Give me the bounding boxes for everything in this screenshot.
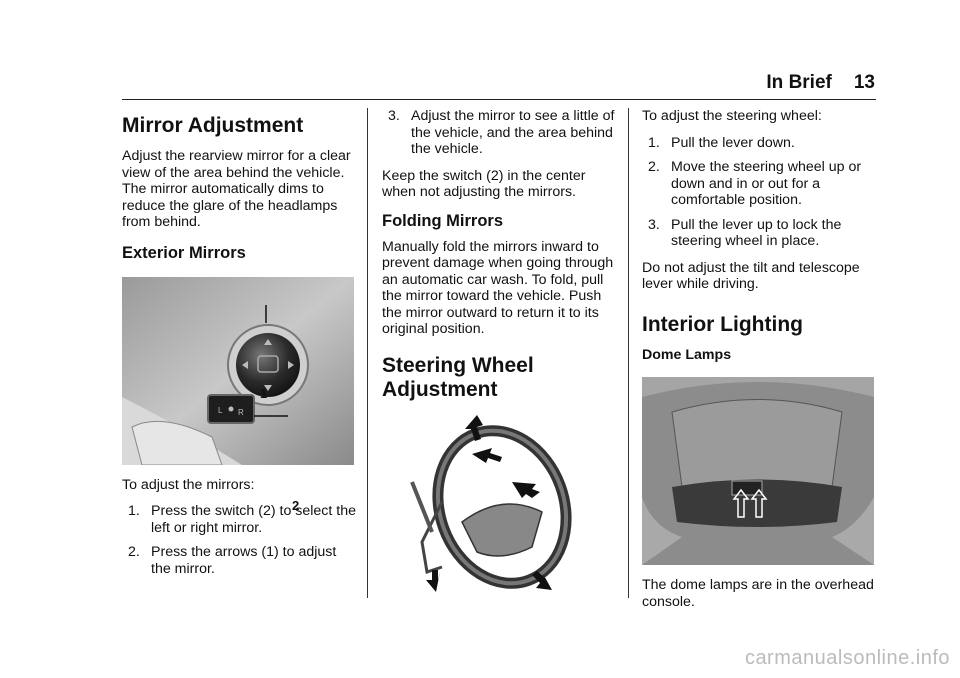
list-item: 2.Move the steering wheel up or down and…	[648, 159, 862, 208]
section-title: In Brief	[766, 72, 832, 93]
column-divider-2	[628, 108, 629, 598]
header-rule	[122, 99, 876, 100]
steering-wheel-heading: Steering Wheel Adjustment	[382, 353, 534, 401]
mirror-switch-illustration: L R	[122, 276, 354, 465]
page-number: 13	[853, 72, 875, 93]
folding-mirrors-heading: Folding Mirrors	[382, 211, 503, 230]
steering-wheel-illustration	[410, 414, 572, 592]
list-item: 3.Adjust the mirror to see a little of t…	[388, 108, 615, 157]
watermark: carmanualsonline.info	[744, 647, 950, 669]
mirror-steps-continued: 3.Adjust the mirror to see a little of t…	[382, 108, 618, 158]
list-item: 2.Press the arrows (1) to adjust the mir…	[128, 544, 337, 577]
dome-lamps-text: The dome lamps are in the overhead conso…	[642, 577, 874, 610]
column-1: Mirror Adjustment Adjust the rearview mi…	[122, 108, 357, 587]
keep-switch-text: Keep the switch (2) in the center when n…	[382, 167, 586, 201]
mirror-intro-text: Adjust the rearview mirror for a clear v…	[122, 148, 351, 230]
list-item: 1.Press the switch (2) to select the lef…	[128, 503, 357, 536]
mirror-steps-list: 1.Press the switch (2) to select the lef…	[122, 503, 357, 577]
callout-2: 2	[292, 498, 300, 513]
interior-lighting-heading: Interior Lighting	[642, 312, 803, 336]
page-header: In Brief 13	[766, 72, 875, 94]
column-3: To adjust the steering wheel: 1.Pull the…	[642, 108, 878, 620]
adjust-mirrors-intro: To adjust the mirrors:	[122, 476, 255, 493]
steering-warning-text: Do not adjust the tilt and telescope lev…	[642, 259, 860, 293]
dome-lamps-illustration	[642, 377, 874, 565]
list-item: 3.Pull the lever up to lock the steering…	[648, 216, 842, 250]
svg-text:L: L	[218, 406, 223, 415]
dome-lamps-heading: Dome Lamps	[642, 346, 732, 363]
column-2: 3.Adjust the mirror to see a little of t…	[382, 108, 618, 614]
callout-1: 1	[260, 386, 268, 401]
steering-intro-text: To adjust the steering wheel:	[642, 108, 822, 124]
mirror-adjustment-heading: Mirror Adjustment	[122, 114, 304, 137]
list-item: 1.Pull the lever down.	[648, 134, 795, 151]
svg-text:R: R	[238, 408, 244, 417]
folding-mirrors-text: Manually fold the mirrors inward to prev…	[382, 238, 614, 338]
exterior-mirrors-heading: Exterior Mirrors	[122, 243, 246, 262]
steering-steps-list: 1.Pull the lever down. 2.Move the steeri…	[642, 135, 878, 250]
column-divider-1	[367, 108, 368, 598]
